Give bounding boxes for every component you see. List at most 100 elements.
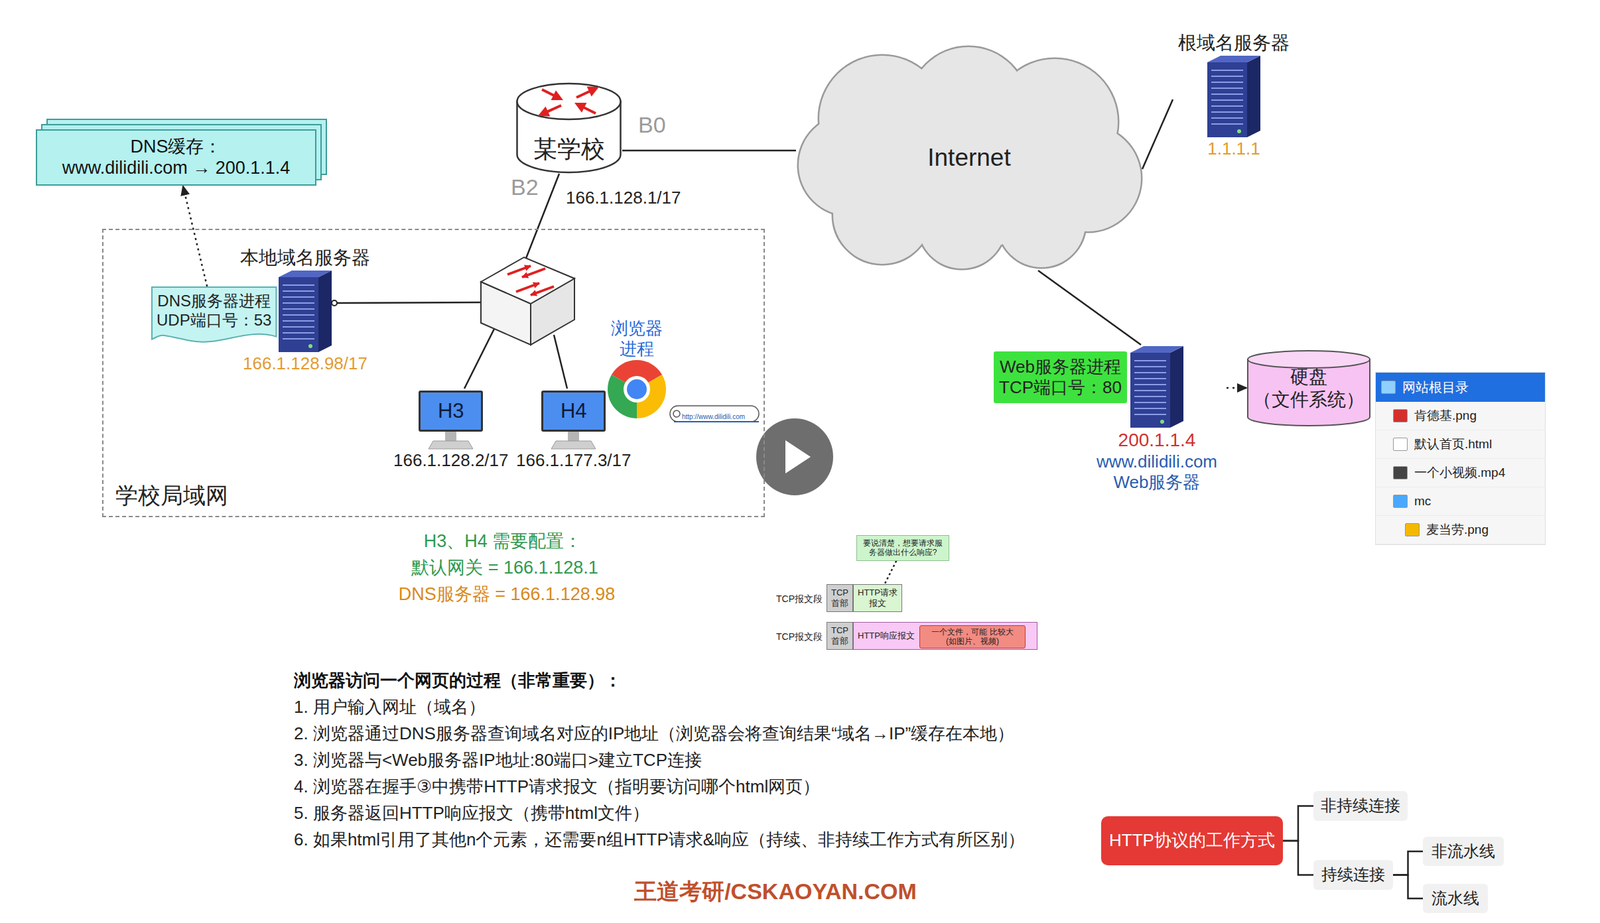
step-line: 2. 浏览器通过DNS服务器查询域名对应的IP地址（浏览器会将查询结果“域名→I…	[293, 723, 1015, 744]
tree-box-text: 流水线	[1431, 889, 1480, 909]
file-payload-box-text: 一个文件，可能 比较大(如图片、视频)	[922, 627, 1023, 647]
tree-bracket	[1282, 841, 1314, 876]
panel-row: 麦当劳.png	[1375, 516, 1545, 545]
campus-lan-region: 学校局域网 本地域名服务器 166.1.128.98/17 DNS服务器进程UDP端口…	[102, 228, 765, 518]
dns-cache-box: DNS缓存：www.dilidili.com → 200.1.1.4	[35, 129, 317, 186]
interface-name: B2	[510, 174, 539, 200]
hard-disk: 硬盘（文件系统）	[1247, 350, 1371, 427]
tree-bracket	[1393, 851, 1423, 876]
tree-box-text: 持续连接	[1321, 865, 1386, 885]
server-icon	[1207, 55, 1261, 138]
tree-box-text: 非流水线	[1431, 842, 1496, 862]
router-text: 某学校	[533, 134, 605, 164]
file-tree-panel: 网站根目录肯德基.png默认首页.html一个小视频.mp4mc麦当劳.png	[1375, 372, 1546, 546]
dns-process-box-text: DNS服务器进程	[157, 291, 271, 312]
http-request-box-text: HTTP请求 报文	[856, 587, 899, 609]
local-dns-server-text: 166.1.128.98/17	[242, 353, 368, 375]
segment-label-wrap: TCP报文段	[776, 630, 823, 643]
web-process-box: Web服务器进程TCP端口号：80	[993, 351, 1128, 404]
step-line: 5. 服务器返回HTTP响应报文（携带html文件）	[293, 803, 650, 824]
tcp-header-box: TCP 首部	[826, 622, 854, 651]
local-dns-server-text: 本地域名服务器	[240, 246, 371, 270]
panel-row: 默认首页.html	[1375, 430, 1545, 460]
tcp-header-box: TCP 首部	[826, 584, 854, 613]
web-process-box-text: Web服务器进程	[999, 356, 1122, 378]
config-note: 默认网关 = 166.1.128.1	[411, 557, 598, 578]
watermark: 王道考研/CSKAOYAN.COM	[634, 878, 917, 905]
steps-heading: 浏览器访问一个网页的过程（非常重要）：	[293, 670, 622, 691]
host-h4-text: H4	[560, 398, 588, 424]
monitor-screen: H4	[541, 390, 606, 432]
interface-name-wrap: B0	[638, 111, 667, 139]
http-mode-box: HTTP协议的工作方式	[1101, 816, 1283, 866]
switch-icon	[480, 257, 575, 345]
connector	[1142, 99, 1173, 170]
note-callout-text: 要说清楚，想要请求服务器做出什么响应?	[859, 538, 946, 558]
http-mode-box-text: HTTP协议的工作方式	[1109, 830, 1275, 852]
url-text-wrap: http://www.dilidili.com	[681, 409, 745, 422]
note-callout: 要说清楚，想要请求服务器做出什么响应?	[856, 535, 950, 562]
monitor-stand	[418, 431, 483, 451]
step-line-wrap: 4. 浏览器在握手③中携带HTTP请求报文（指明要访问哪个html网页）	[293, 776, 820, 798]
config-note: DNS服务器 = 166.1.128.98	[398, 584, 615, 605]
root-dns-server-text: 根域名服务器	[1178, 31, 1290, 55]
tree-box: 流水线	[1422, 884, 1488, 914]
panel-title: 网站根目录	[1402, 379, 1469, 396]
http-response-box-text: HTTP响应报文	[857, 630, 915, 642]
web-server-text: www.dilidili.com	[1096, 451, 1218, 473]
tree-box: 非持续连接	[1313, 791, 1408, 822]
file-icon	[1393, 409, 1408, 423]
switch-dns-wire	[335, 302, 481, 304]
file-icon	[1381, 380, 1396, 395]
panel-row: mc	[1375, 487, 1545, 517]
dns-process-box: DNS服务器进程UDP端口号：53	[151, 286, 277, 345]
web-server-text: Web服务器	[1113, 472, 1201, 493]
monitor-stand	[541, 431, 606, 451]
step-line-wrap: 5. 服务器返回HTTP响应报文（携带html文件）	[293, 803, 650, 824]
connector	[183, 185, 208, 287]
browser-process-text: 浏览器进程	[608, 318, 665, 360]
chrome-icon	[606, 359, 667, 420]
config-note-wrap: 默认网关 = 166.1.128.1	[411, 557, 598, 579]
ip-label: 166.1.128.1/17	[565, 187, 682, 208]
address-bar	[669, 405, 759, 422]
switch-h3-wire	[464, 325, 497, 389]
steps-heading-wrap: 浏览器访问一个网页的过程（非常重要）：	[293, 670, 622, 692]
hard-disk-text: （文件系统）	[1253, 388, 1365, 412]
step-line: 1. 用户输入网址（域名）	[293, 697, 486, 718]
segment-label-wrap: TCP报文段	[776, 592, 823, 605]
server-icon	[278, 270, 332, 353]
tree-box-text: 非持续连接	[1320, 796, 1401, 816]
campus-lan-region-text: 学校局域网	[115, 482, 229, 510]
step-line-wrap: 6. 如果html引用了其他n个元素，还需要n组HTTP请求&响应（持续、非持续…	[293, 829, 1025, 851]
root-dns-server-text: 1.1.1.1	[1207, 138, 1261, 160]
monitor-screen: H3	[418, 390, 483, 432]
file-payload-box: 一个文件，可能 比较大(如图片、视频)	[919, 625, 1026, 649]
interface-name: B0	[638, 112, 667, 138]
host-h3-text: 166.1.128.2/17	[393, 450, 509, 471]
step-line: 3. 浏览器与<Web服务器IP地址:80端口>建立TCP连接	[293, 750, 702, 771]
host-h3: H3 166.1.128.2/17	[390, 390, 512, 471]
file-icon	[1393, 466, 1408, 480]
disk-cylinder	[1247, 350, 1371, 427]
internet-cloud: Internet	[796, 45, 1143, 271]
tcp-header-box-text: TCP 首部	[828, 587, 852, 609]
file-name: mc	[1414, 494, 1431, 510]
connector	[1038, 270, 1141, 345]
file-name: 麦当劳.png	[1426, 522, 1489, 538]
tree-bracket	[1282, 806, 1314, 842]
step-line-wrap: 1. 用户输入网址（域名）	[293, 697, 486, 718]
host-h4-text: 166.1.177.3/17	[516, 450, 632, 471]
file-icon	[1393, 494, 1408, 509]
browser-process: 浏览器进程	[606, 318, 667, 420]
router: 某学校	[515, 81, 623, 174]
step-line: 6. 如果html引用了其他n个元素，还需要n组HTTP请求&响应（持续、非持续…	[293, 829, 1025, 850]
host-h3-text: H3	[437, 398, 465, 424]
step-line: 4. 浏览器在握手③中携带HTTP请求报文（指明要访问哪个html网页）	[293, 776, 820, 797]
file-name: 肯德基.png	[1414, 408, 1477, 424]
hard-disk-text: 硬盘	[1290, 366, 1328, 389]
http-request-box: HTTP请求 报文	[853, 584, 903, 613]
web-server-text: 200.1.1.4	[1118, 429, 1197, 452]
connector	[884, 561, 897, 585]
